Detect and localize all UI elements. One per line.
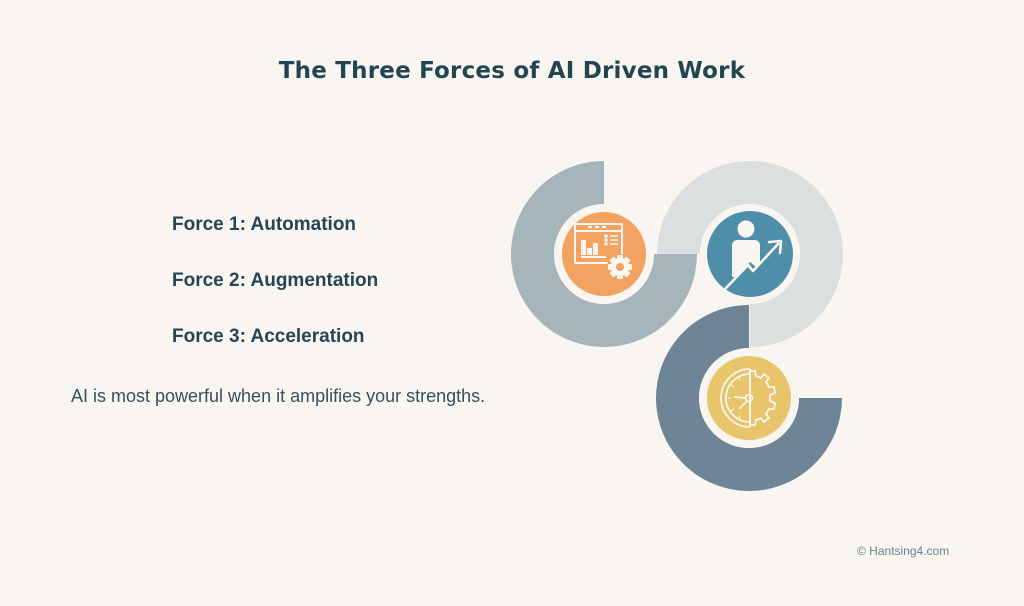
copyright-credit: © Hantsing4.com xyxy=(857,544,950,558)
dashboard-gear-icon xyxy=(574,223,623,264)
ring-augmentation xyxy=(657,161,843,347)
force-1-label: Force 1: Automation xyxy=(172,214,357,235)
force-3-label: Force 3: Acceleration xyxy=(172,326,365,347)
force-2-label: Force 2: Augmentation xyxy=(172,270,379,291)
gear-icon xyxy=(607,254,633,280)
clock-gear-icon xyxy=(720,368,777,428)
ring-automation xyxy=(511,161,697,347)
page-title: The Three Forces of AI Driven Work xyxy=(278,58,746,84)
person-growth-arrow-icon xyxy=(724,220,783,290)
tagline: AI is most powerful when it amplifies yo… xyxy=(71,386,486,406)
ring-acceleration xyxy=(656,305,842,491)
acceleration-circle xyxy=(707,356,791,440)
